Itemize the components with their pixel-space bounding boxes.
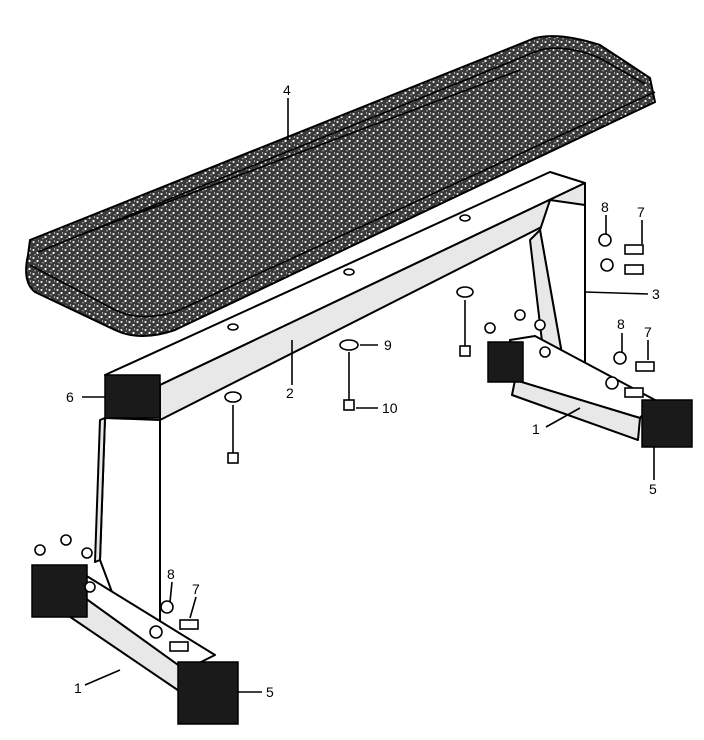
leader-lines (82, 98, 655, 693)
hardware-group (34, 214, 655, 652)
callout-front-leg: 1 (74, 680, 82, 696)
bench-pad (25, 35, 657, 337)
callout-front-washer: 8 (167, 566, 175, 582)
callout-rear-leg: 1 (532, 421, 540, 437)
callout-pad: 4 (283, 82, 291, 98)
rear-leg-cap-right (641, 399, 693, 448)
callout-center-screw: 10 (382, 400, 398, 416)
front-leg-cap-left (31, 564, 88, 618)
callout-rear-bolt-bottom: 7 (644, 324, 652, 340)
front-leg-cap-right (177, 661, 239, 725)
callout-rear-washer-top: 8 (601, 199, 609, 215)
callout-front-cap: 5 (266, 684, 274, 700)
callout-rear-upright: 3 (652, 286, 660, 302)
callout-top-cap: 6 (66, 389, 74, 405)
callout-rear-bolt-top: 7 (637, 204, 645, 220)
callout-rear-cap: 5 (649, 481, 657, 497)
callout-rear-washer-bottom: 8 (617, 316, 625, 332)
callout-front-bolt: 7 (192, 581, 200, 597)
front-top-cap (104, 374, 161, 419)
rear-leg-cap-left (487, 341, 524, 383)
callout-crossbar: 2 (286, 385, 294, 401)
front-upright (94, 417, 161, 641)
callout-center-washer: 9 (384, 337, 392, 353)
